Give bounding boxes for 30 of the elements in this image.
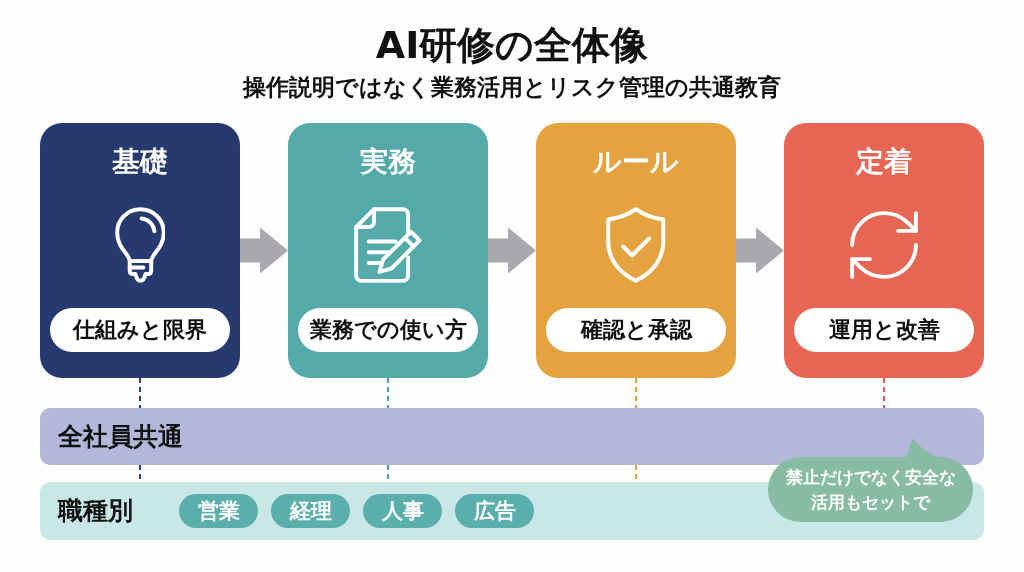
audience-band [40,408,984,465]
flow-arrow [736,227,784,274]
department-tag: 営業 [179,494,258,528]
stage-card [784,123,984,378]
dashed-connector [139,377,141,409]
topic-pill: 業務での使い方 [298,308,478,352]
card-heading: ルール [592,144,680,180]
card-heading: 基礎 [111,144,169,180]
dashed-connector [387,377,389,409]
diagram-title: AI研修の全体像 [375,22,649,68]
speech-bubble [768,438,973,522]
bubble-note: 禁止だけでなく安全な活用もセットで [784,465,957,514]
card-heading: 実務 [359,144,417,180]
topic-pill: 運用と改善 [794,308,974,352]
stage-card [288,123,488,378]
card-heading: 定着 [854,144,913,180]
department-tag: 人事 [363,494,442,528]
subtitle: 操作説明ではなく業務活用とリスク管理の共通教育 [243,73,781,102]
flow-arrow [488,227,536,274]
topic-pill: 確認と承認 [546,308,726,352]
dashed-connector [883,377,885,409]
band-label: 全社員共通 [58,420,183,453]
stage-card [40,123,240,378]
stage-card [536,123,736,378]
topic-pill: 仕組みと限界 [50,308,230,352]
dashed-connector [635,377,637,409]
band-label: 職種別 [58,495,133,527]
department-tag: 広告 [455,494,534,528]
department-tag: 経理 [271,494,350,528]
flow-arrow [240,227,288,274]
